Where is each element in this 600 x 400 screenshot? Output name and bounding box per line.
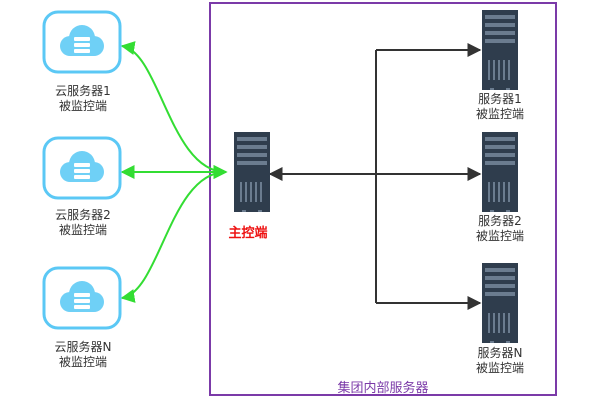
server-role: 被监控端 [475, 229, 524, 243]
cloud-server-role: 被监控端 [58, 223, 107, 237]
server-icon-n [482, 263, 518, 343]
cloud-server-icon-n [42, 266, 122, 330]
cloud-server-name: 云服务器2 [55, 208, 111, 222]
server-role: 被监控端 [475, 361, 524, 375]
cloud-server-label-n: 云服务器N 被监控端 [28, 340, 138, 370]
server-label-2: 服务器2 被监控端 [450, 214, 550, 244]
server-name: 服务器1 [478, 92, 522, 106]
server-role: 被监控端 [475, 107, 524, 121]
master-server-icon [234, 132, 270, 212]
server-icon-1 [482, 10, 518, 90]
cloud-server-icon-1 [42, 10, 122, 74]
server-label-1: 服务器1 被监控端 [450, 92, 550, 122]
master-label: 主控端 [228, 226, 268, 241]
cloud-server-label-1: 云服务器1 被监控端 [28, 84, 138, 114]
server-name: 服务器2 [478, 214, 522, 228]
cloud-server-label-2: 云服务器2 被监控端 [28, 208, 138, 238]
cloud-server-icon-2 [42, 136, 122, 200]
cluster-label: 集团内部服务器 [337, 381, 429, 396]
cloud-server-role: 被监控端 [58, 99, 107, 113]
link-cloud-n [120, 165, 228, 303]
cloud-server-role: 被监控端 [58, 355, 107, 369]
cloud-server-name: 云服务器1 [55, 84, 111, 98]
server-label-n: 服务器N 被监控端 [450, 346, 550, 376]
server-name: 服务器N [477, 346, 523, 360]
cloud-server-name: 云服务器N [54, 340, 112, 354]
server-icon-2 [482, 132, 518, 212]
